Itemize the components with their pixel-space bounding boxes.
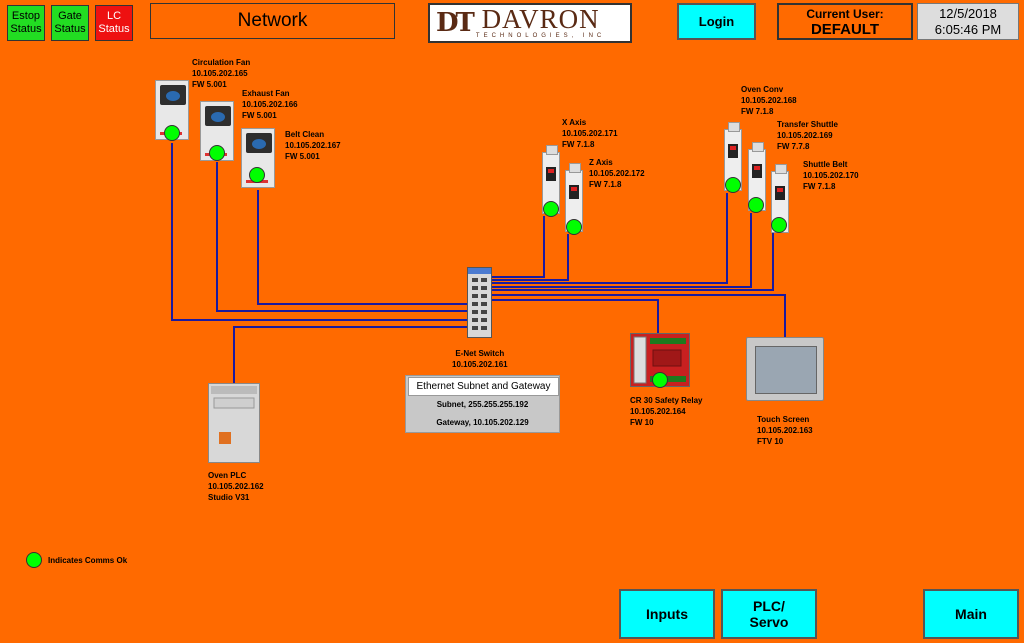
- legend-comms-ok-icon: [26, 552, 42, 568]
- legend-text: Indicates Comms Ok: [48, 556, 128, 565]
- oven-plc-device[interactable]: [208, 383, 260, 463]
- gate-status-indicator[interactable]: Gate Status: [51, 5, 89, 41]
- plc-servo-button[interactable]: PLC/ Servo: [721, 589, 817, 639]
- belt-clean-comms-ok-indicator: [249, 167, 265, 183]
- estop-status-sublabel: Status: [10, 23, 42, 35]
- lc-status-indicator[interactable]: LC Status: [95, 5, 133, 41]
- transfer-shuttle-servo[interactable]: [748, 142, 766, 211]
- enet-switch-device[interactable]: [467, 267, 492, 338]
- gate-status-sublabel: Status: [54, 23, 86, 35]
- estop-status-indicator[interactable]: Estop Status: [7, 5, 45, 41]
- main-button[interactable]: Main: [923, 589, 1019, 639]
- gate-status-label: Gate: [58, 10, 82, 22]
- lc-status-sublabel: Status: [98, 23, 130, 35]
- oven-conv-servo[interactable]: [724, 122, 742, 191]
- current-user-box: Current User: DEFAULT: [777, 3, 913, 40]
- lc-status-label: LC: [106, 10, 122, 22]
- x-axis-comms-ok-indicator: [543, 201, 559, 217]
- shuttle-belt-comms-ok-indicator: [771, 217, 787, 233]
- touch-screen-device[interactable]: [746, 337, 824, 401]
- current-user-value: DEFAULT: [810, 21, 880, 38]
- oven-conv-comms-ok-indicator: [725, 177, 741, 193]
- login-button[interactable]: Login: [677, 3, 756, 40]
- network-info-title: Ethernet Subnet and Gateway: [408, 377, 559, 396]
- current-user-label: Current User:: [806, 7, 884, 21]
- plc-servo-label-line2: Servo: [749, 614, 789, 630]
- network-info-box: Ethernet Subnet and Gateway Subnet, 255.…: [405, 375, 560, 433]
- clock-time: 6:05:46 PM: [934, 22, 1002, 37]
- x-axis-servo[interactable]: [542, 145, 560, 214]
- estop-status-label: Estop: [11, 10, 41, 22]
- davron-logo: DT DAVRON TECHNOLOGIES, INC: [428, 3, 632, 43]
- transfer-shuttle-comms-ok-indicator: [748, 197, 764, 213]
- circulation-fan-comms-ok-indicator: [164, 125, 180, 141]
- logo-mark: DT: [436, 8, 475, 38]
- z-axis-comms-ok-indicator: [566, 219, 582, 235]
- network-gateway: Gateway, 10.105.202.129: [436, 418, 529, 427]
- clock: 12/5/2018 6:05:46 PM: [917, 3, 1019, 40]
- network-subnet: Subnet, 255.255.255.192: [436, 400, 529, 409]
- belt-clean-drive[interactable]: [241, 128, 275, 188]
- safety-relay-comms-ok-indicator: [652, 372, 668, 388]
- clock-date: 12/5/2018: [939, 6, 997, 21]
- inputs-button[interactable]: Inputs: [619, 589, 715, 639]
- exhaust-fan-comms-ok-indicator: [209, 145, 225, 161]
- z-axis-servo[interactable]: [565, 163, 583, 232]
- logo-name: DAVRON: [481, 4, 600, 34]
- plc-servo-label-line1: PLC/: [753, 598, 785, 614]
- logo-subtitle: TECHNOLOGIES, INC: [475, 33, 606, 39]
- screen-title: Network: [150, 3, 395, 39]
